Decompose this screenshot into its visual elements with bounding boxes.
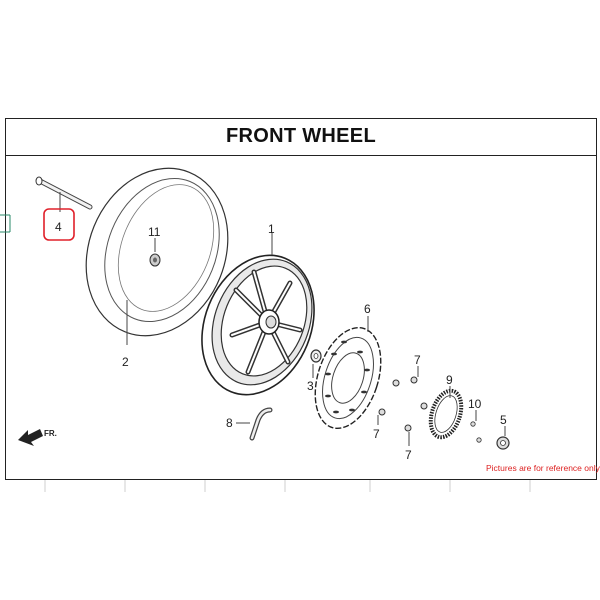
callout-3: 3 [307,379,314,393]
disc-bolts-part [377,366,428,446]
valve-part [149,238,161,267]
diagram-frame [5,118,597,480]
wheel-rim-part [201,233,315,396]
callout-5: 5 [500,413,507,427]
spacer-part [310,349,322,378]
callout-8: 8 [226,416,233,430]
title-bar: FRONT WHEEL [5,118,597,156]
valve-stem-part [236,407,273,441]
axle-part [35,176,93,212]
bottom-grid-ticks [0,214,531,492]
ring-bolts-part [470,410,482,443]
highlight-marker [43,208,75,241]
callout-2: 2 [122,355,129,369]
callout-11: 11 [148,225,161,239]
callout-10: 10 [468,397,482,411]
axle-nut-part [496,426,510,450]
callout-6: 6 [364,302,371,316]
tone-ring-part [428,386,464,440]
front-direction-arrow-icon [18,429,43,446]
callout-4: 4 [55,220,62,234]
callout-7-middle: 7 [373,427,380,441]
callout-7-bottom: 7 [405,448,412,462]
callout-1: 1 [268,222,275,236]
direction-label: FR. [44,429,57,438]
callout-7-top: 7 [414,353,421,367]
reference-note: Pictures are for reference only [486,463,600,473]
brake-disc-part [314,316,382,430]
diagram-title: FRONT WHEEL [226,125,376,147]
callout-9: 9 [446,373,453,387]
tire-part [85,167,229,345]
